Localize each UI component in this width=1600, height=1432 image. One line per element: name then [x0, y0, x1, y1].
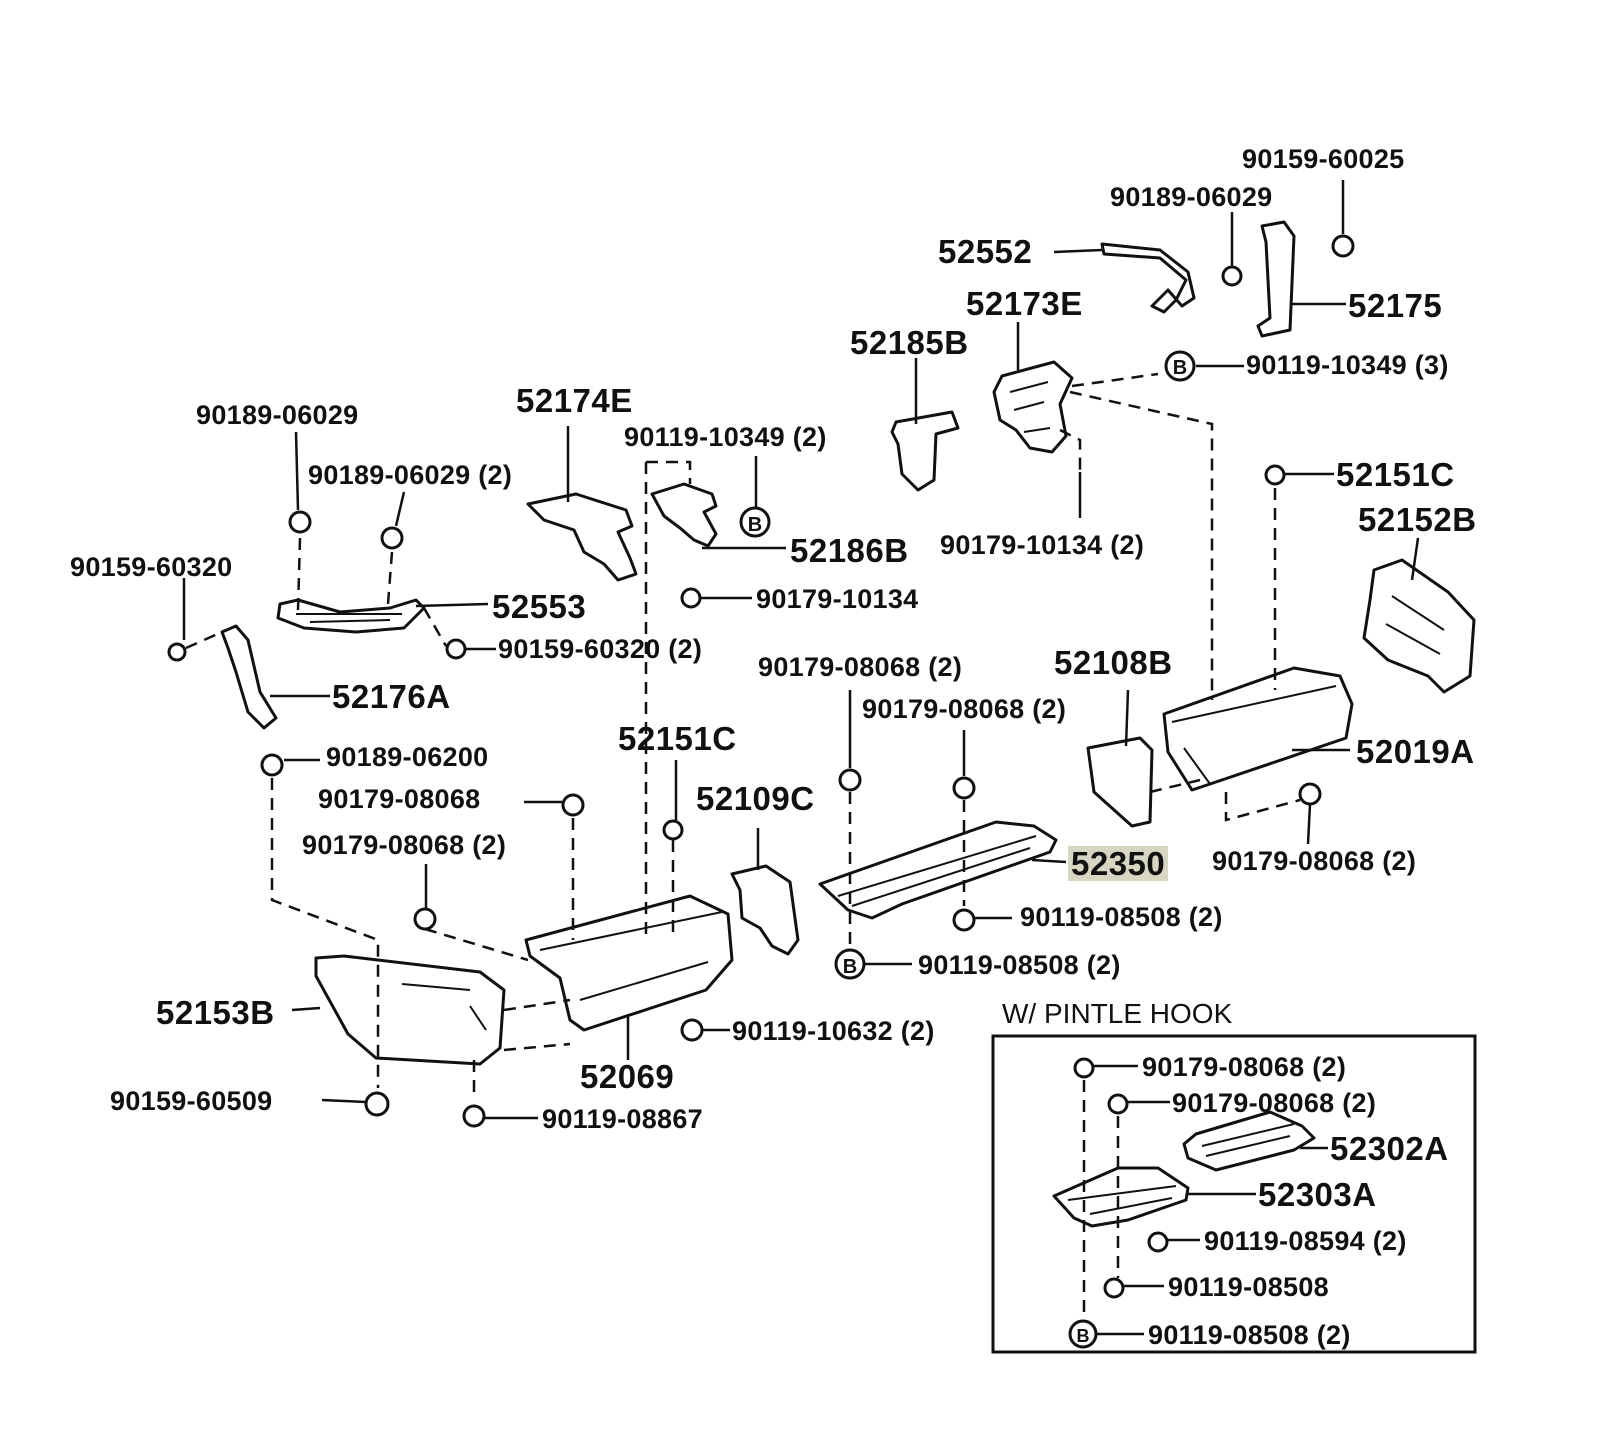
- part-52069-extension: [524, 894, 734, 1032]
- bolt-90189-06029-top-icon: [1221, 265, 1243, 287]
- bolt-90189-06029-2-icon: [380, 526, 404, 550]
- inset-label-52302A: 52302A: [1330, 1130, 1449, 1167]
- label-52173E: 52173E: [966, 285, 1083, 322]
- label-90119-08508-2-a: 90119-08508 (2): [1020, 902, 1223, 932]
- part-52109C-bracket: [730, 864, 800, 956]
- inset-part-52303A-bracket: [1052, 1166, 1190, 1228]
- nut-90179-10134-icon: [680, 587, 702, 609]
- bolt-90119-10349-3-icon: [1164, 350, 1196, 382]
- label-52553: 52553: [492, 588, 587, 625]
- label-90119-10349-3: 90119-10349 (3): [1246, 350, 1449, 380]
- inset-label-90179-08068-2-b: 90179-08068 (2): [1172, 1088, 1377, 1118]
- label-52176A: 52176A: [332, 678, 451, 715]
- label-90179-10134-2: 90179-10134 (2): [940, 530, 1145, 560]
- part-52173E-bracket: [992, 360, 1074, 454]
- part-52185B-bracket: [890, 410, 960, 492]
- label-52069: 52069: [580, 1058, 675, 1095]
- nut-90189-06200-icon: [260, 753, 284, 777]
- part-52174E-bracket: [526, 492, 638, 582]
- bolt-90159-60509-icon: [364, 1091, 390, 1117]
- inset-title: W/ PINTLE HOOK: [1002, 998, 1233, 1029]
- inset-frame: [991, 1034, 1477, 1354]
- label-90179-08068: 90179-08068: [318, 784, 481, 814]
- bolt-90119-10632-2-icon: [680, 1018, 704, 1042]
- nut-90159-60320-2-icon: [445, 638, 467, 660]
- nut-90179-08068-2-right-icon: [1298, 782, 1322, 806]
- inset-part-52302A-plate: [1182, 1110, 1316, 1172]
- inset-label-90119-08594-2: 90119-08594 (2): [1204, 1226, 1407, 1256]
- nut-90179-08068-2-c-icon: [413, 907, 437, 931]
- part-52153B-cover: [314, 954, 506, 1066]
- label-52175: 52175: [1348, 287, 1443, 324]
- nut-90179-08068-2-b-icon: [952, 776, 976, 800]
- label-90159-60320-2: 90159-60320 (2): [498, 634, 703, 664]
- label-90189-06029-top: 90189-06029: [1110, 182, 1273, 212]
- inset-label-90179-08068-2-a: 90179-08068 (2): [1142, 1052, 1347, 1082]
- label-52152B: 52152B: [1358, 501, 1477, 538]
- label-52350-highlighted: 52350: [1068, 846, 1169, 881]
- part-52176A-stay: [220, 624, 278, 730]
- bolt-marker-b-1: B: [748, 514, 762, 536]
- label-52019A: 52019A: [1356, 733, 1475, 770]
- label-52186B: 52186B: [790, 532, 909, 569]
- label-90179-08068-2-a: 90179-08068 (2): [758, 652, 963, 682]
- label-52151C-right: 52151C: [1336, 456, 1455, 493]
- bolt-90119-08867-icon: [462, 1104, 486, 1128]
- label-90189-06029-left: 90189-06029: [196, 400, 359, 430]
- part-52350-bracket: [818, 820, 1058, 920]
- part-52186B-bracket: [650, 482, 718, 548]
- bolt-marker-b-3: B: [1077, 1326, 1090, 1346]
- label-90119-10349-2: 90119-10349 (2): [624, 422, 827, 452]
- inset-nut-90179-08068-2-b-icon: [1107, 1093, 1129, 1115]
- label-90119-10632-2: 90119-10632 (2): [732, 1016, 935, 1046]
- label-90179-08068-2-d: 90179-08068 (2): [1212, 846, 1417, 876]
- bolt-marker-b-2: B: [843, 956, 857, 978]
- part-52552-bracket: [1100, 242, 1196, 314]
- label-90189-06200: 90189-06200: [326, 742, 489, 772]
- clip-52151C-mid-icon: [662, 819, 684, 841]
- part-52019A-extension: [1162, 666, 1354, 792]
- label-52151C-mid: 52151C: [618, 720, 737, 757]
- label-90159-60509: 90159-60509: [110, 1086, 273, 1116]
- inset-bolt-90119-08508-icon: [1103, 1277, 1125, 1299]
- label-90159-60320: 90159-60320: [70, 552, 233, 582]
- part-52175-stay: [1256, 220, 1296, 338]
- label-52174E: 52174E: [516, 382, 633, 419]
- part-52108B-bracket: [1086, 736, 1154, 828]
- label-52108B: 52108B: [1054, 644, 1173, 681]
- nut-90159-60025-icon: [1331, 234, 1355, 258]
- nut-90179-08068-icon: [561, 793, 585, 817]
- nut-90179-08068-2-a-icon: [838, 768, 862, 792]
- bolt-90119-08508-2-a-icon: [952, 908, 976, 932]
- inset-bolt-90119-08594-2-icon: [1147, 1231, 1169, 1253]
- part-52152B-cover: [1362, 558, 1476, 694]
- clip-52151C-right-icon: [1264, 464, 1286, 486]
- inset-nut-90179-08068-2-a-icon: [1073, 1057, 1095, 1079]
- bolt-marker-b-4: B: [1173, 357, 1187, 379]
- part-52553-reinforcement: [276, 598, 426, 634]
- inset-label-90119-08508: 90119-08508: [1168, 1272, 1329, 1302]
- inset-bolt-90119-08508-2-icon: [1068, 1319, 1098, 1349]
- label-90159-60025: 90159-60025: [1242, 144, 1405, 174]
- label-90119-08508-2-b: 90119-08508 (2): [918, 950, 1121, 980]
- label-52153B: 52153B: [156, 994, 275, 1031]
- nut-90159-60320-icon: [167, 642, 187, 662]
- bolt-90189-06029-left-icon: [288, 510, 312, 534]
- label-90119-08867: 90119-08867: [542, 1104, 703, 1134]
- label-52185B: 52185B: [850, 324, 969, 361]
- label-90179-08068-2-b: 90179-08068 (2): [862, 694, 1067, 724]
- label-52552: 52552: [938, 233, 1033, 270]
- label-90179-10134: 90179-10134: [756, 584, 919, 614]
- label-52109C: 52109C: [696, 780, 815, 817]
- inset-label-52303A: 52303A: [1258, 1176, 1377, 1213]
- label-90189-06029-2: 90189-06029 (2): [308, 460, 513, 490]
- label-90179-08068-2-c: 90179-08068 (2): [302, 830, 507, 860]
- inset-label-90119-08508-2: 90119-08508 (2): [1148, 1320, 1351, 1350]
